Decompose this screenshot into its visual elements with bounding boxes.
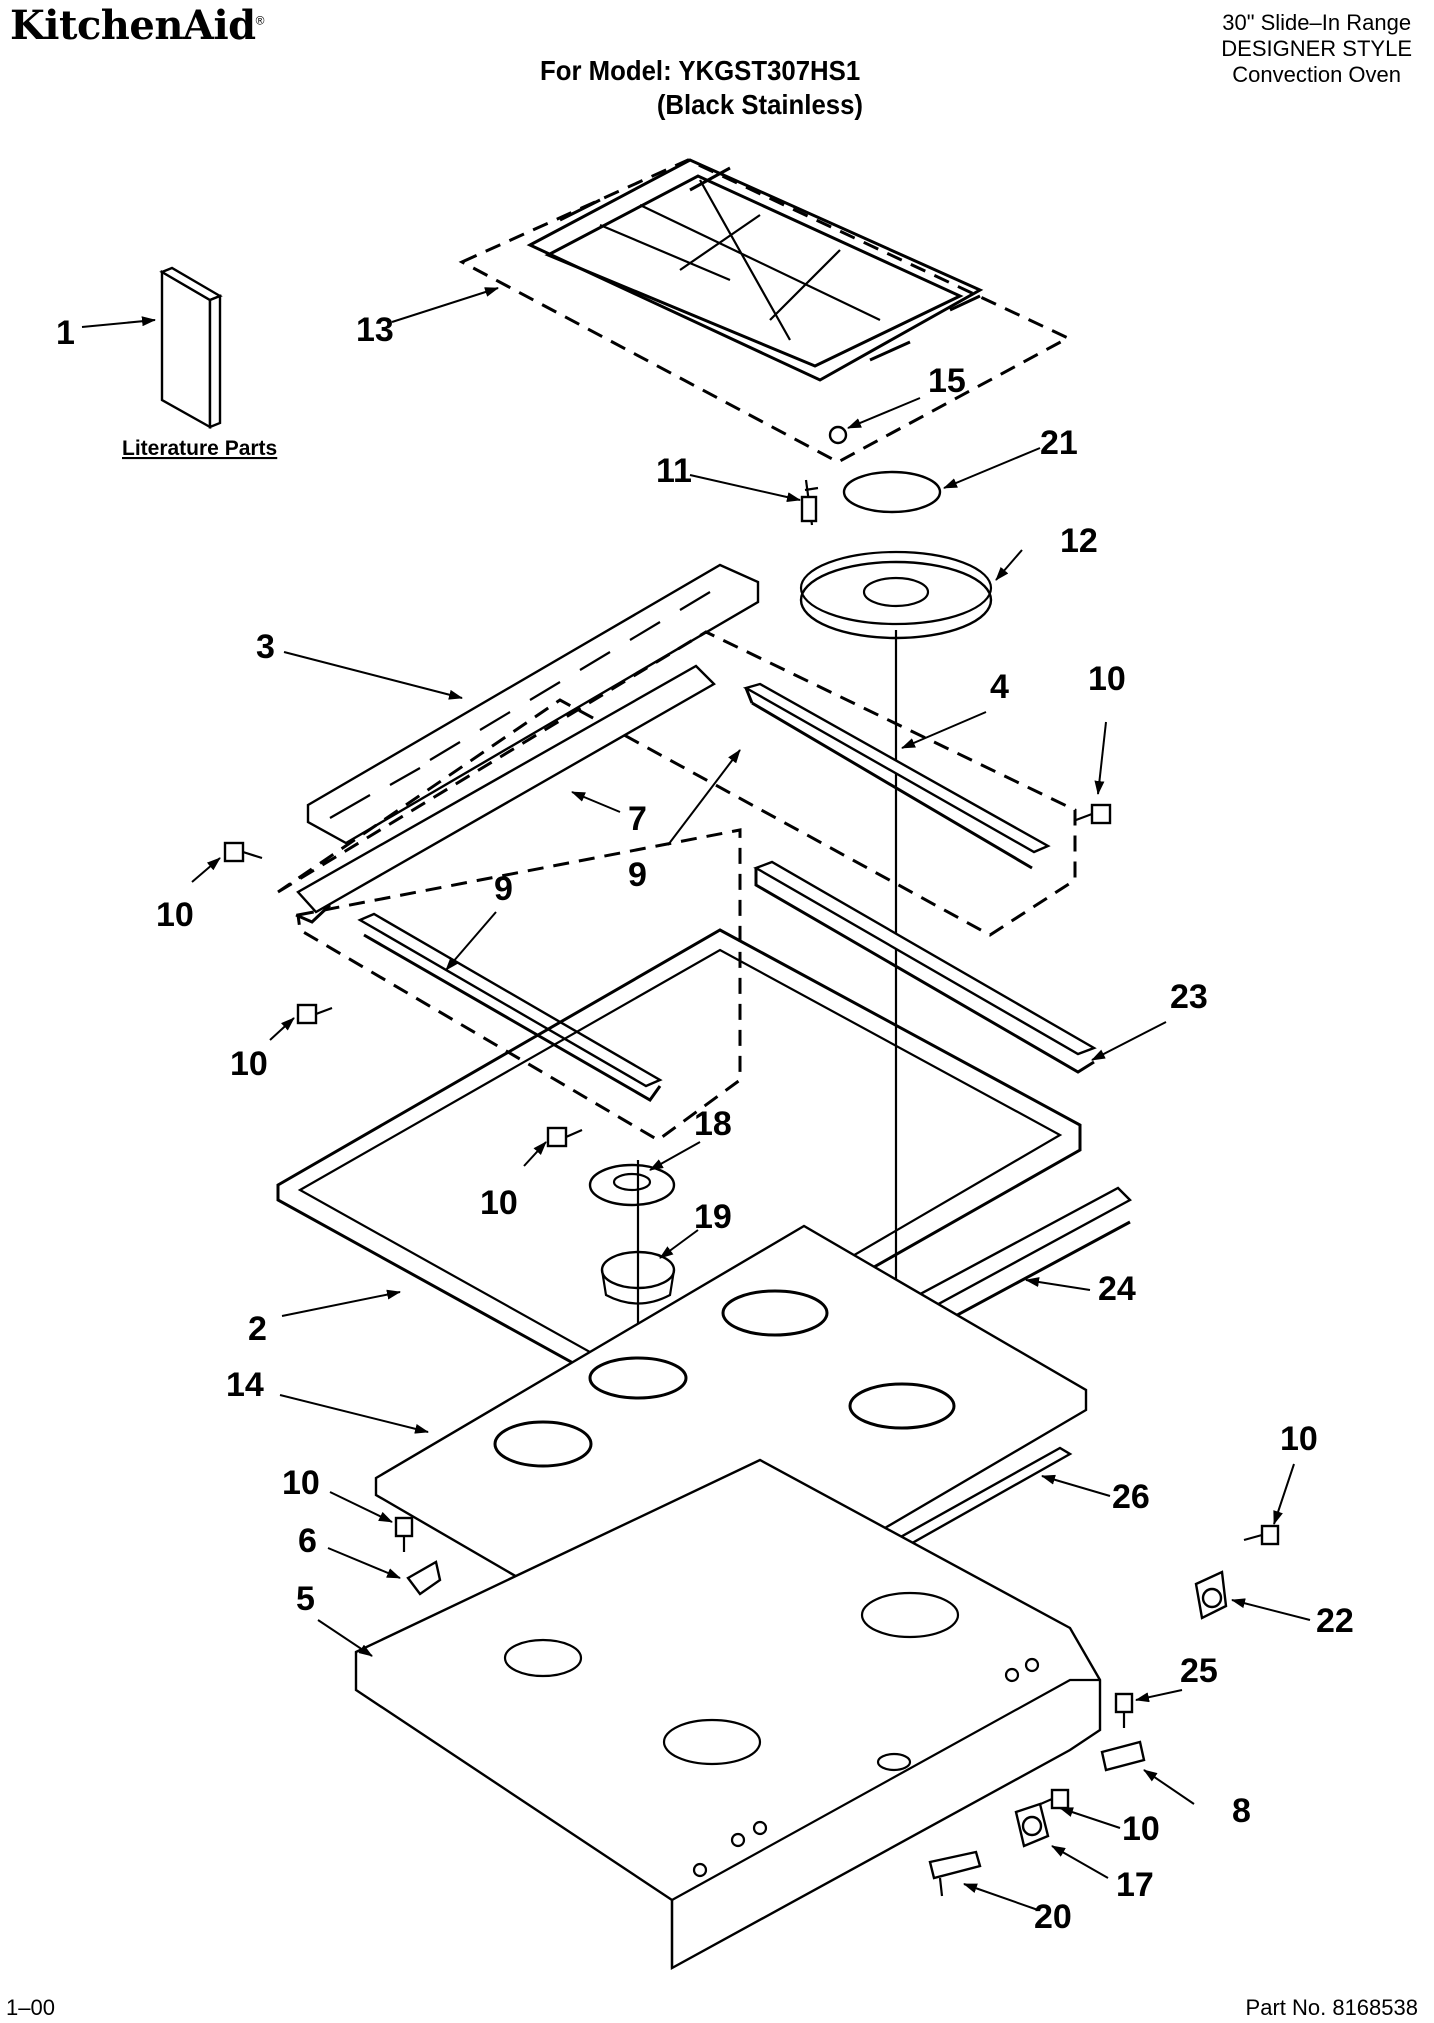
spark-module [1194, 1570, 1228, 1620]
callout-10-lower: 10 [1122, 1810, 1160, 1848]
callout-1: 1 [56, 314, 75, 352]
front-rail [742, 682, 1051, 870]
callout-25: 25 [1180, 1652, 1218, 1690]
burner-head-components [588, 1160, 676, 1350]
callout-10-left-lower: 10 [230, 1045, 268, 1083]
vent-trim [306, 563, 760, 845]
burner-cap-and-base [799, 470, 993, 640]
callout-22: 22 [1316, 1602, 1354, 1640]
callout-18: 18 [694, 1105, 732, 1143]
callout-14: 14 [226, 1366, 264, 1404]
screw-left-lower [296, 1003, 333, 1025]
model-finish: (Black Stainless) [656, 89, 864, 120]
callout-10-right-upper: 10 [1088, 660, 1126, 698]
callout-17: 17 [1116, 1866, 1154, 1904]
cooktop-seal [276, 928, 1082, 1402]
cooktop-side-trim [753, 860, 1097, 1074]
callout-4: 4 [990, 668, 1009, 706]
callout-7: 7 [628, 800, 647, 838]
clip-part [1100, 1740, 1146, 1772]
side-rail [296, 828, 742, 1142]
bracket-part [406, 1560, 442, 1596]
callout-26: 26 [1112, 1478, 1150, 1516]
range-oven: Convection Oven [1232, 62, 1402, 87]
literature-parts-booklet [159, 266, 223, 430]
screw-left-upper [223, 841, 263, 863]
screw-right-upper [1075, 803, 1112, 825]
callout-23: 23 [1170, 978, 1208, 1016]
screw-right-side [1243, 1524, 1280, 1546]
callout-10-right-side: 10 [1280, 1420, 1318, 1458]
callout-5: 5 [296, 1580, 315, 1618]
range-type: 30" Slide–In Range [1222, 10, 1412, 35]
model-heading: For Model: YKGST307HS1 (Black Stainless) [540, 55, 863, 121]
callout-10-left-upper: 10 [156, 896, 194, 934]
callout-11: 11 [656, 452, 692, 490]
burner-grate-assembly [458, 158, 1072, 464]
screw-bracket [394, 1516, 414, 1552]
burner-box [354, 1458, 1102, 1971]
range-description: 30" Slide–In Range DESIGNER STYLE Convec… [1221, 10, 1412, 88]
callout-15: 15 [928, 362, 966, 400]
callout-10-center: 10 [480, 1184, 518, 1222]
callout-9-front: 9 [628, 856, 647, 894]
screw-lower-right [1114, 1692, 1134, 1728]
screw-center [546, 1126, 583, 1148]
callout-2: 2 [248, 1310, 267, 1348]
literature-parts-label: Literature Parts [122, 437, 277, 460]
callout-3: 3 [256, 628, 275, 666]
part-number: Part No. 8168538 [1245, 1995, 1418, 2020]
bracket-bottom [928, 1850, 982, 1897]
brand-name: KitchenAid [10, 2, 256, 49]
callout-20: 20 [1034, 1898, 1072, 1936]
callout-9-side: 9 [494, 870, 513, 908]
leader-lines [81, 287, 1311, 1911]
callout-19: 19 [694, 1198, 732, 1236]
callout-10-bracket: 10 [282, 1464, 320, 1502]
callout-21: 21 [1040, 424, 1078, 462]
callout-12: 12 [1060, 522, 1098, 560]
switch-part [1014, 1802, 1050, 1848]
callout-13: 13 [356, 311, 394, 349]
rear-rail [277, 630, 1077, 937]
callout-8: 8 [1232, 1792, 1251, 1830]
callout-24: 24 [1098, 1270, 1136, 1308]
revision-date: 1–00 [6, 1995, 55, 2020]
callout-6: 6 [298, 1522, 317, 1560]
registered-mark: ® [255, 13, 265, 28]
model-number: For Model: YKGST307HS1 [540, 55, 861, 86]
brand-logo: KitchenAid® [10, 2, 264, 49]
range-style: DESIGNER STYLE [1221, 36, 1412, 61]
